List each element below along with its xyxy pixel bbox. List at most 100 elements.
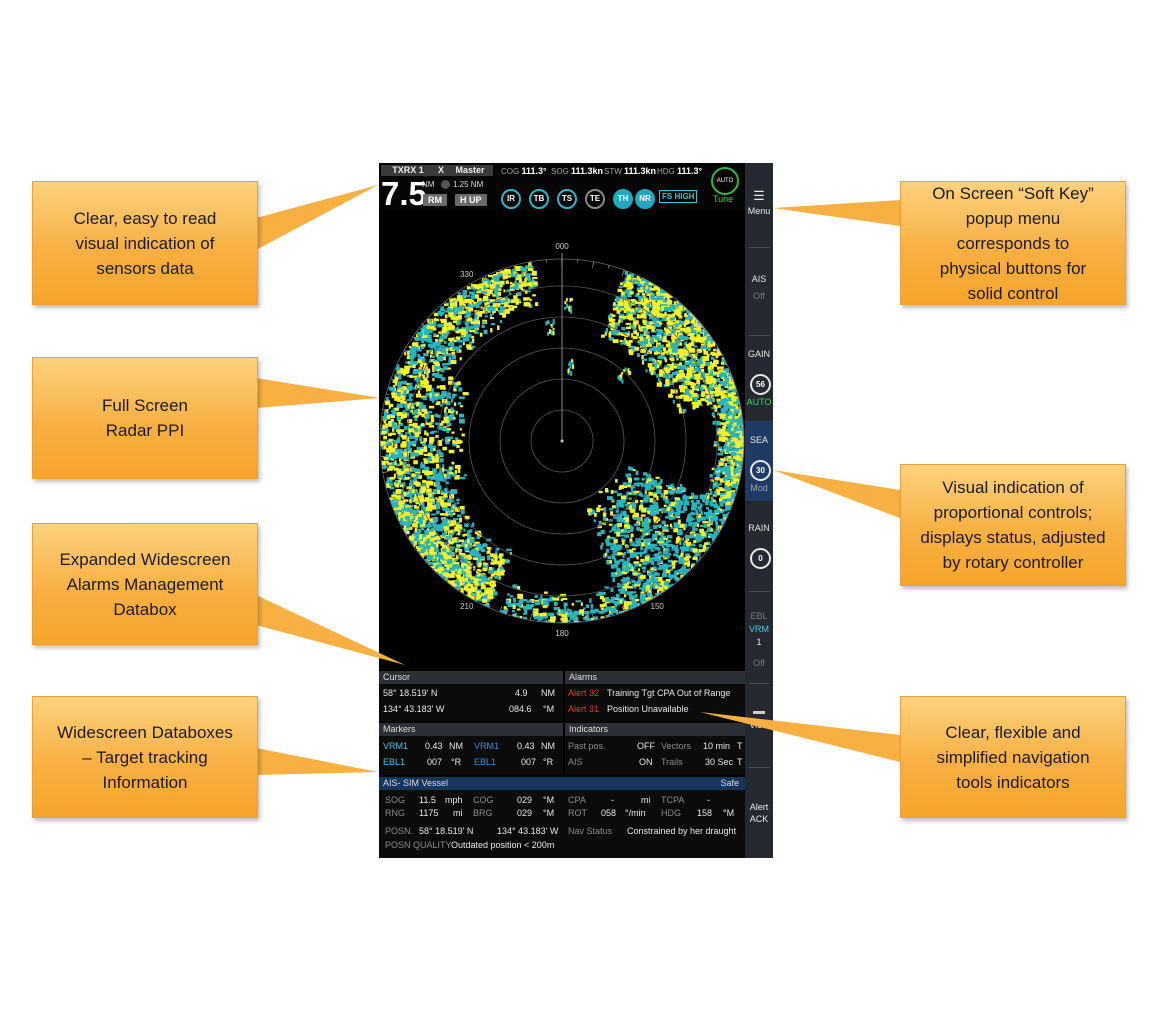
radar-echo xyxy=(440,560,447,564)
radar-echo xyxy=(715,512,720,515)
radar-echo xyxy=(600,607,604,610)
txrx-pill[interactable]: TXRX 1 xyxy=(381,165,435,176)
radar-echo xyxy=(619,282,624,285)
radar-echo xyxy=(683,494,686,499)
radar-echo xyxy=(389,486,395,490)
radar-echo xyxy=(457,468,461,474)
radar-echo xyxy=(426,338,432,343)
radar-echo xyxy=(713,444,717,447)
radar-echo xyxy=(444,508,450,512)
radar-echo xyxy=(494,281,501,285)
radar-echo xyxy=(648,529,653,532)
ir-button[interactable]: IR xyxy=(501,189,521,209)
radar-echo xyxy=(449,512,453,517)
radar-echo xyxy=(436,541,443,544)
radar-echo xyxy=(668,295,673,298)
radar-echo xyxy=(716,428,720,433)
ts-button[interactable]: TS xyxy=(557,189,577,209)
radar-echo xyxy=(381,462,385,466)
radar-echo xyxy=(690,389,694,394)
radar-echo xyxy=(635,307,638,310)
radar-echo xyxy=(691,333,695,338)
radar-echo xyxy=(722,477,725,483)
radar-echo xyxy=(433,332,436,337)
radar-echo xyxy=(430,546,435,552)
radar-echo xyxy=(715,359,719,365)
radar-echo xyxy=(448,558,453,563)
range-value[interactable]: 7.5 xyxy=(381,175,427,212)
orientation-button[interactable]: H UP xyxy=(455,194,487,206)
auto-tune-dial[interactable]: AUTO xyxy=(711,167,739,195)
tb-button[interactable]: TB xyxy=(529,189,549,209)
radar-echo xyxy=(705,388,709,392)
radar-echo xyxy=(709,521,712,524)
radar-echo xyxy=(441,306,445,312)
radar-echo xyxy=(481,578,485,584)
fs-high-button[interactable]: FS HIGH xyxy=(659,190,698,203)
radar-echo xyxy=(428,549,434,555)
radar-echo xyxy=(632,544,639,547)
radar-echo xyxy=(678,523,685,528)
radar-echo xyxy=(708,534,711,539)
radar-echo xyxy=(511,268,517,272)
radar-echo xyxy=(406,383,412,386)
radar-echo xyxy=(697,326,701,331)
radar-echo xyxy=(724,481,729,486)
radar-echo xyxy=(453,314,457,319)
radar-echo xyxy=(437,351,443,355)
master-pill[interactable]: Master xyxy=(447,165,493,176)
radar-echo xyxy=(666,307,673,312)
radar-echo xyxy=(498,577,501,580)
radar-echo xyxy=(418,367,422,371)
radar-echo xyxy=(398,432,403,437)
radar-echo xyxy=(495,551,498,555)
radar-echo xyxy=(660,352,665,355)
radar-echo xyxy=(643,304,649,310)
radar-echo xyxy=(690,511,694,515)
radar-echo xyxy=(720,479,724,483)
radar-echo xyxy=(674,576,678,580)
radar-echo xyxy=(629,603,633,608)
radar-echo xyxy=(629,555,634,559)
radar-echo xyxy=(504,268,510,273)
radar-echo xyxy=(442,351,449,355)
radar-echo xyxy=(449,575,455,578)
radar-echo xyxy=(522,267,528,273)
radar-echo xyxy=(664,358,668,363)
radar-echo xyxy=(704,355,707,361)
ring-icon xyxy=(441,180,450,189)
nr-button[interactable]: NR xyxy=(635,189,655,209)
th-button[interactable]: TH xyxy=(613,189,633,209)
radar-echo xyxy=(701,516,707,521)
motion-mode-button[interactable]: RM xyxy=(423,194,447,206)
radar-echo xyxy=(665,343,671,348)
radar-echo xyxy=(677,535,680,541)
radar-echo xyxy=(726,433,731,437)
radar-echo xyxy=(729,386,735,389)
radar-echo xyxy=(573,610,579,614)
radar-echo xyxy=(432,355,435,358)
radar-echo xyxy=(484,284,491,288)
radar-echo xyxy=(634,346,640,351)
radar-echo xyxy=(643,532,649,536)
te-button[interactable]: TE xyxy=(585,189,605,209)
radar-echo xyxy=(506,548,512,551)
radar-echo xyxy=(636,555,639,560)
radar-echo xyxy=(727,410,733,415)
radar-echo xyxy=(414,428,418,432)
radar-echo xyxy=(646,285,651,289)
radar-echo xyxy=(455,548,458,553)
radar-echo xyxy=(483,321,486,324)
radar-echo xyxy=(650,370,653,376)
radar-echo xyxy=(448,449,455,454)
radar-echo xyxy=(724,474,729,480)
radar-echo xyxy=(456,320,461,326)
radar-echo xyxy=(737,422,742,426)
x-pill[interactable]: X xyxy=(431,165,451,176)
radar-echo xyxy=(417,354,421,358)
radar-echo xyxy=(402,410,406,414)
radar-echo xyxy=(692,548,698,553)
radar-echo xyxy=(566,612,572,615)
radar-echo xyxy=(711,412,716,417)
